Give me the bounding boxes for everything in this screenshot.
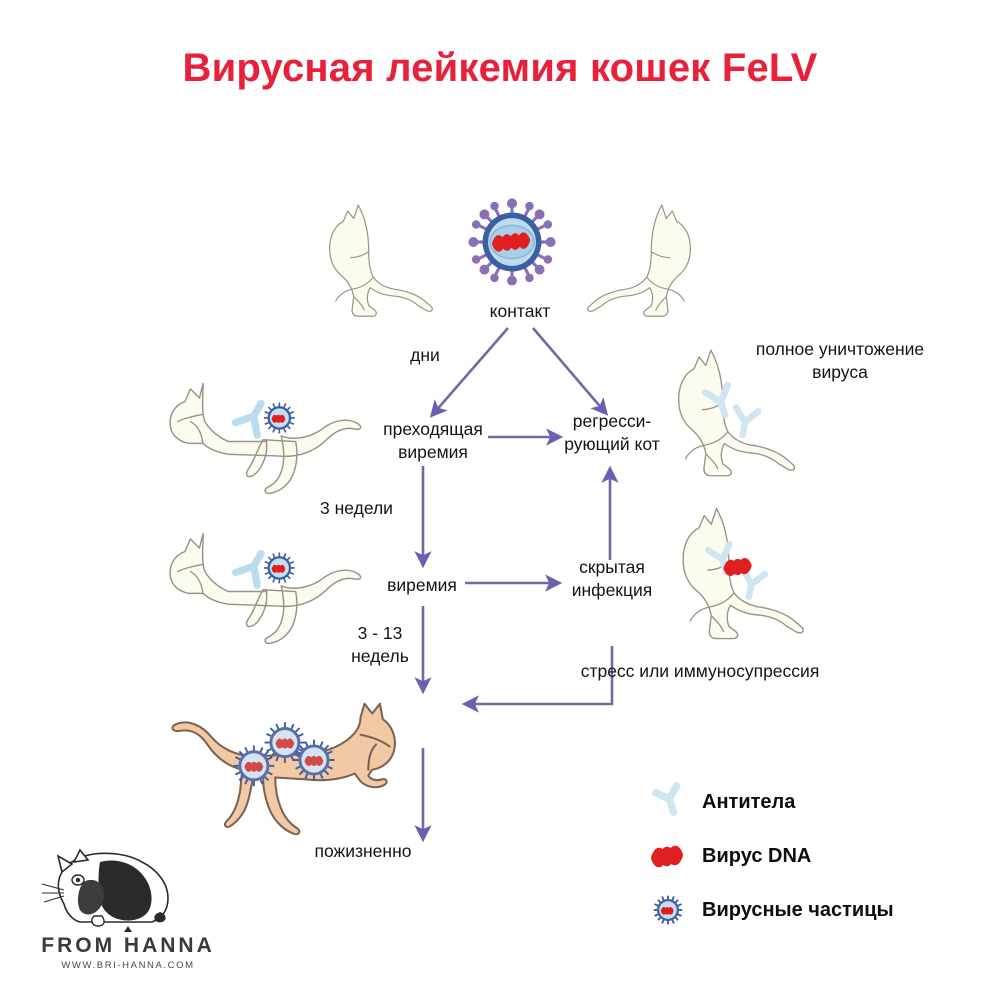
node-label-latent-infection: скрытая инфекция	[571, 557, 653, 600]
antibody-icon	[648, 782, 688, 818]
node-label-transient-viremia: преходящая виремия	[383, 419, 483, 462]
virus-dna-icon	[648, 840, 688, 872]
legend: Антитела Вирус DNA	[648, 782, 894, 948]
legend-label-virus-dna: Вирус DNA	[702, 844, 812, 867]
cat-lifelong-infected	[171, 702, 396, 836]
node-label-lifelong: пожизненно	[314, 841, 412, 861]
note-full-virus-destruction: полное уничтожение вируса	[755, 339, 925, 382]
legend-item-antibody: Антитела	[648, 782, 894, 818]
watermark-url: WWW.BRI-HANNA.COM	[61, 960, 195, 971]
edge-label-stress-immunosuppression: стресс или иммуносупрессия	[580, 661, 820, 681]
cat-transient-viremia	[169, 382, 362, 495]
node-label-contact: контакт	[489, 301, 551, 321]
edge-label-three-weeks: 3 недели	[320, 498, 393, 518]
page-title: Вирусная лейкемия кошек FeLV	[182, 46, 818, 90]
legend-item-virus-dna: Вирус DNA	[648, 840, 894, 872]
edge-label-days: дни	[410, 345, 440, 365]
cat-latent-infection	[682, 507, 804, 640]
watermark: FROM HANNA WWW.BRI-HANNA.COM	[28, 848, 228, 971]
virus-particle-central-icon	[468, 198, 556, 286]
watermark-brand: FROM HANNA	[41, 934, 215, 957]
cat-viremia	[169, 532, 362, 645]
edge-label-three-to-thirteen-weeks: 3 - 13 недель	[351, 623, 409, 666]
watermark-cat-icon	[41, 848, 169, 932]
node-label-regressive-cat: регресси- рующий кот	[564, 411, 660, 454]
legend-label-virus-particle: Вирусные частицы	[702, 898, 894, 921]
virus-particle-icon	[648, 894, 688, 926]
cat-regressive	[677, 349, 796, 477]
legend-label-antibody: Антитела	[702, 790, 796, 813]
legend-item-virus-particle: Вирусные частицы	[648, 894, 894, 926]
node-label-viremia: виремия	[387, 575, 457, 595]
